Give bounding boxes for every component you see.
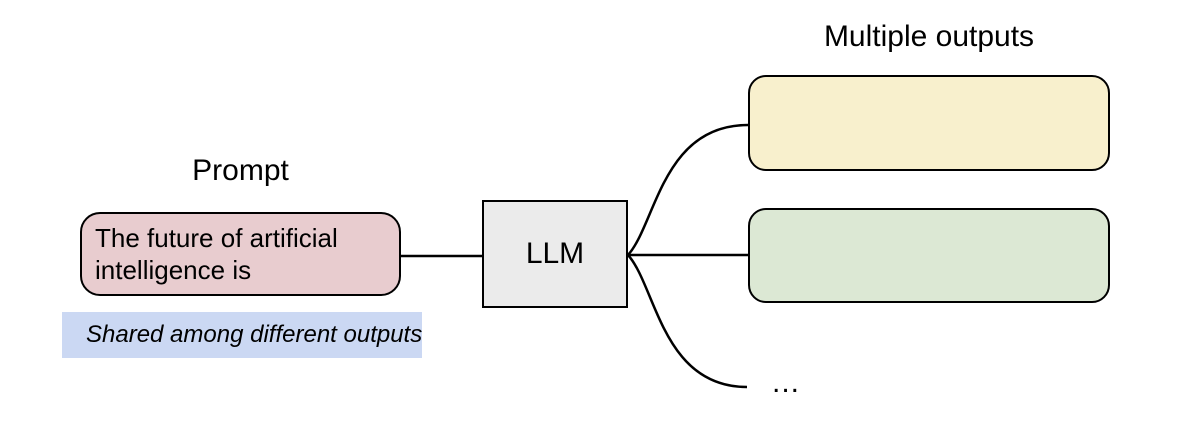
- prompt-title: Prompt: [192, 154, 289, 187]
- llm-to-more-outputs-connector: [627, 254, 748, 389]
- llm-label: LLM: [525, 237, 585, 270]
- llm-to-output1-connector: [627, 123, 749, 256]
- prompt-box-text: The future of artificial intelligence is: [95, 223, 338, 285]
- more-outputs-ellipsis: ...: [772, 366, 801, 399]
- shared-note: Shared among different outputs: [62, 312, 422, 358]
- output-box-2: [748, 208, 1110, 303]
- llm-box: LLM: [482, 200, 628, 308]
- shared-note-text: Shared among different outputs: [86, 321, 423, 348]
- output-box-1: [748, 75, 1110, 171]
- outputs-title: Multiple outputs: [823, 20, 1035, 53]
- prompt-box: The future of artificial intelligence is: [80, 212, 401, 296]
